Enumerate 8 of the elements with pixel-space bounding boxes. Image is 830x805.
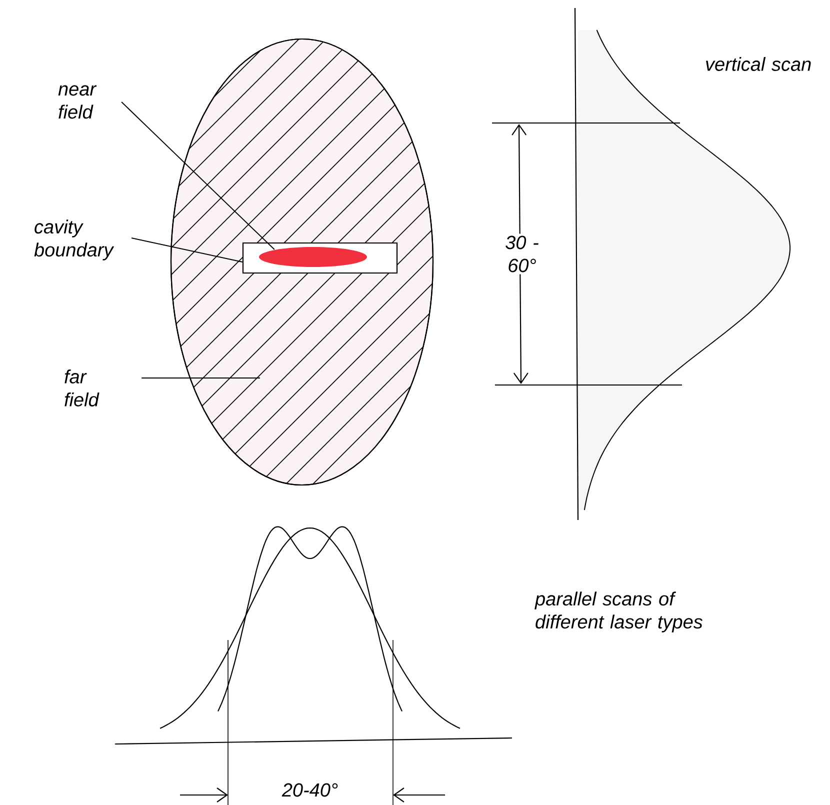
leader-line — [121, 102, 275, 250]
label: 30 - 60° — [494, 234, 550, 274]
leader-line — [131, 238, 243, 262]
far-field-ellipse — [170, 38, 434, 486]
label: 20-40° — [282, 783, 338, 797]
label: parallel scans of different laser types — [534, 592, 702, 632]
label: vertical scan — [706, 57, 811, 71]
near-field-spot — [259, 247, 367, 267]
